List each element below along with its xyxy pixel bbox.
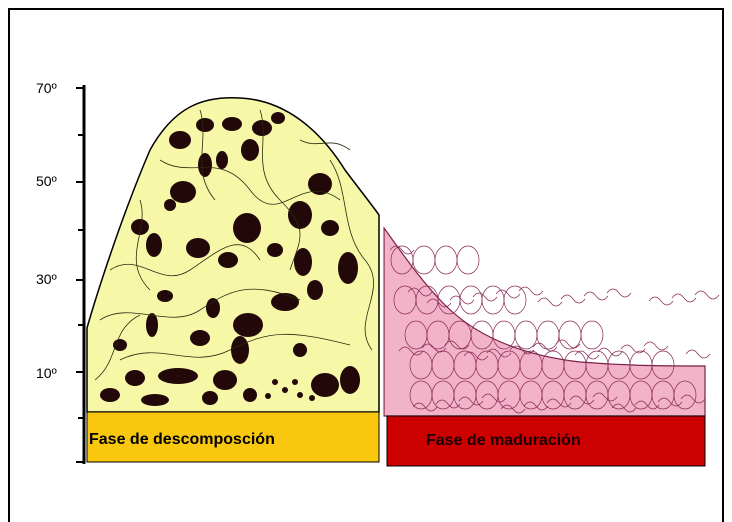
- organic-particle: [169, 131, 191, 149]
- organic-particle: [267, 243, 283, 257]
- soil-fiber: [644, 342, 668, 350]
- soil-aggregate: [537, 321, 559, 349]
- organic-particle: [218, 252, 238, 268]
- organic-particle: [309, 395, 315, 401]
- organic-particle: [190, 330, 210, 346]
- soil-aggregate: [559, 321, 581, 349]
- y-tick-label-30: 30º: [36, 272, 57, 286]
- organic-particle: [196, 118, 214, 132]
- y-tick-label-10: 10º: [36, 366, 57, 380]
- soil-aggregate: [460, 286, 482, 314]
- organic-particle: [158, 368, 198, 384]
- organic-particle: [233, 213, 261, 243]
- organic-particle: [288, 201, 312, 229]
- soil-fiber: [450, 296, 474, 304]
- soil-fiber: [538, 298, 562, 306]
- organic-particle: [100, 388, 120, 402]
- organic-particle: [265, 393, 271, 399]
- organic-particle: [321, 220, 339, 236]
- organic-particle: [170, 181, 196, 203]
- organic-particle: [157, 290, 173, 302]
- organic-particle: [241, 139, 259, 161]
- organic-particle: [271, 293, 299, 311]
- soil-fiber: [695, 291, 719, 299]
- soil-fiber: [519, 287, 543, 295]
- organic-particle: [198, 153, 212, 177]
- soil-aggregate: [457, 246, 479, 274]
- soil-fiber: [649, 297, 673, 305]
- organic-particle: [231, 336, 249, 364]
- organic-particle: [146, 233, 162, 257]
- y-tick-label-50: 50º: [36, 174, 57, 188]
- organic-particle: [206, 298, 220, 318]
- organic-particle: [202, 391, 218, 405]
- soil-aggregate: [515, 321, 537, 349]
- organic-particle: [222, 117, 242, 131]
- soil-fiber: [686, 350, 710, 358]
- soil-aggregate: [413, 246, 435, 274]
- organic-particle: [186, 238, 210, 258]
- organic-particle: [141, 394, 169, 406]
- organic-particle: [282, 387, 288, 393]
- organic-particle: [307, 280, 323, 300]
- soil-fiber: [561, 295, 585, 303]
- organic-particle: [293, 343, 307, 357]
- organic-particle: [340, 366, 360, 394]
- soil-fiber: [584, 292, 608, 300]
- soil-fiber: [496, 290, 520, 298]
- organic-particle: [243, 388, 257, 402]
- organic-particle: [311, 373, 339, 397]
- soil-fiber: [607, 289, 631, 297]
- y-tick-label-70: 70º: [36, 81, 57, 95]
- organic-particle: [113, 339, 127, 351]
- soil-fiber: [473, 293, 497, 301]
- organic-particle: [164, 199, 176, 211]
- soil-fiber: [672, 294, 696, 302]
- decomposition-phase-label: Fase de descomposción: [89, 430, 275, 450]
- organic-particle: [271, 112, 285, 124]
- organic-particle: [125, 370, 145, 386]
- organic-particle: [252, 120, 272, 136]
- organic-particle: [233, 313, 263, 337]
- organic-particle: [213, 370, 237, 390]
- organic-particle: [297, 392, 303, 398]
- maturation-phase-label: Fase de maduración: [426, 431, 581, 451]
- organic-particle: [216, 151, 228, 169]
- soil-aggregate: [581, 321, 603, 349]
- organic-particle: [292, 379, 298, 385]
- soil-aggregate: [435, 246, 457, 274]
- organic-particle: [146, 313, 158, 337]
- soil-aggregate: [504, 286, 526, 314]
- organic-particle: [338, 252, 358, 284]
- soil-fiber: [621, 345, 645, 353]
- organic-particle: [272, 379, 278, 385]
- soil-fiber: [575, 351, 599, 359]
